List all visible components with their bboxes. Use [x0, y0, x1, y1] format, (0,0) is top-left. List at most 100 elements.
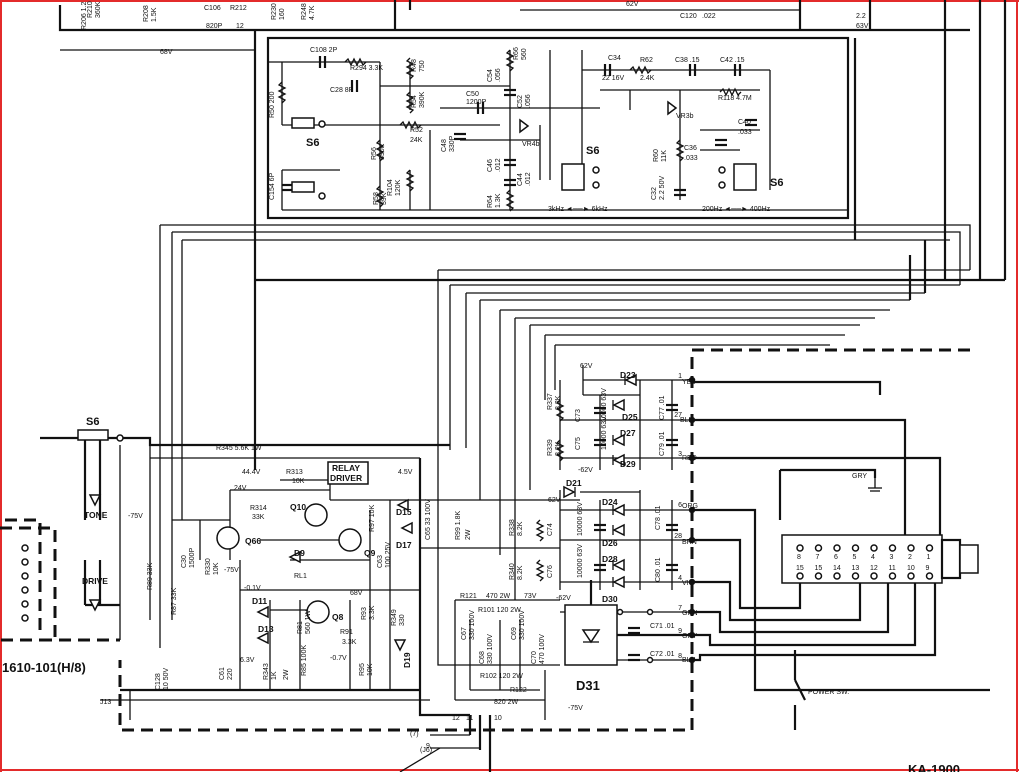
label-c52: C52: [517, 95, 524, 108]
label-r99: R99 1.8K: [455, 510, 462, 540]
label-grn: GRN: [682, 610, 698, 617]
label-r104: R104: [387, 179, 394, 196]
label-r118: R118 4.7M: [718, 95, 752, 102]
label-v07: -0.7V: [330, 655, 347, 662]
label-r340-val: 8.2K: [517, 565, 524, 580]
label-c34-val: 22 16V: [602, 75, 625, 82]
label-c74-val: 10000 63V: [577, 502, 584, 536]
label-r87: R87 33K: [171, 587, 178, 615]
connector-pin-bottom-label: 12: [870, 565, 878, 572]
label-relay-driver-1: RELAY: [332, 463, 360, 473]
connector-pin-bottom-label: 13: [852, 565, 860, 572]
label-r104-val: 120K: [395, 179, 402, 196]
label-tone: TONE: [84, 510, 108, 520]
label-c67-val: 330 100V: [469, 610, 476, 640]
label-r230-val: 160: [279, 8, 286, 20]
label-c32: C32: [651, 187, 658, 200]
label-v73: 73V: [524, 593, 537, 600]
connector-pin-top: [833, 544, 841, 552]
top-capacitors: [282, 56, 757, 197]
label-c40: C40: [738, 119, 751, 126]
label-d17: D17: [396, 540, 412, 550]
label-r64-val: 1.3K: [495, 193, 502, 208]
label-r50: R50 200: [269, 91, 276, 118]
label-c128: C128: [155, 673, 162, 690]
label-r56-val: 390K: [379, 143, 386, 160]
label-c61-v: 6.3V: [240, 657, 255, 664]
label-r349: R349: [391, 609, 398, 626]
label-c154: C154 6P: [269, 172, 276, 200]
label-yel: YEL: [682, 379, 695, 386]
label-vr4b: VR4b: [522, 141, 540, 148]
connector-pin-top: [851, 544, 860, 552]
label-r313: R313: [286, 469, 303, 476]
label-v62-b: -62V: [578, 467, 593, 474]
label-c72: C72 .01: [650, 651, 675, 658]
label-r338-val: 8.2K: [517, 521, 524, 536]
label-d29: D29: [620, 459, 636, 469]
label-c120: C120: [680, 13, 697, 20]
label-c52-val: .056: [525, 94, 532, 108]
label-v62-c: 62V: [548, 497, 561, 504]
label-r338: R338: [509, 519, 516, 536]
label-r91: R91: [340, 629, 353, 636]
bus-lines: [159, 38, 971, 666]
label-c61-val: 220: [227, 668, 234, 680]
label-r-2w: 2W: [283, 669, 290, 680]
label-c44-val: .012: [525, 172, 532, 186]
label-v68: 68V: [160, 49, 173, 56]
label-d13: D13: [258, 624, 274, 634]
label-r349-val: 330: [399, 614, 406, 626]
label-c69: C69: [511, 627, 518, 640]
label-s6: S6: [306, 137, 319, 149]
label-r58: R58: [373, 192, 380, 205]
psu-board: [0, 348, 990, 732]
label-q8: Q8: [332, 612, 344, 622]
label-c40-val: .033: [738, 129, 752, 136]
label-r58-val: 39K: [381, 192, 388, 205]
label-c74: C74: [547, 523, 554, 536]
connector-pin-bottom: [870, 572, 878, 580]
label-gry-top: GRY: [852, 473, 867, 480]
label-c36-val: .033: [684, 155, 698, 162]
label-r97: R97 10K: [369, 504, 376, 532]
connector-pin-top: [907, 544, 915, 552]
label-c79: C79 .01: [659, 431, 666, 456]
connector-pin-top: [814, 544, 823, 552]
label-c78: C78 .01: [655, 505, 662, 530]
label-top-62v: 62V: [626, 1, 639, 8]
label-vio: VIO: [682, 580, 695, 587]
label-red: RED: [682, 455, 697, 462]
label-d24: D24: [602, 497, 618, 507]
label-c76: C76: [547, 565, 554, 578]
label-r340: R340: [509, 563, 516, 580]
connector-pin-bottom: [814, 572, 823, 580]
label-s6: S6: [586, 145, 599, 157]
psu-pin-number: 6: [678, 502, 682, 509]
label-c48: C48: [441, 139, 448, 152]
label-r62-val: 2.4K: [640, 75, 655, 82]
label-r52: R52: [410, 127, 423, 134]
label-c34: C34: [608, 55, 621, 62]
psu-pin-number: 7: [678, 605, 682, 612]
label-r248-val: 4.7K: [309, 5, 316, 20]
label-c80: C80 .01: [655, 557, 662, 582]
label-c120-val: .022: [702, 13, 716, 20]
label-c50: C50: [466, 91, 479, 98]
label-j13: J13: [100, 699, 111, 706]
label-r208: R208: [143, 5, 150, 22]
psu-pin-number: 28: [674, 533, 682, 540]
connector-pin-bottom: [925, 572, 934, 580]
label-gry: GRY: [682, 633, 697, 640]
label-r48-val: 750: [419, 60, 426, 72]
label-r339-val: 8.2K: [555, 441, 562, 456]
s6-switches-top: [291, 100, 757, 200]
label-c54: C54: [487, 69, 494, 82]
label-c46: C46: [487, 159, 494, 172]
connector-pin-top-label: 7: [816, 554, 820, 561]
top-wiring: [58, 0, 1007, 282]
label-r294: R294 3.3K: [350, 65, 383, 72]
psu-capacitors: [535, 399, 678, 662]
psu-pin-number: 1: [678, 373, 682, 380]
label-c77: C77 .01: [659, 395, 666, 420]
